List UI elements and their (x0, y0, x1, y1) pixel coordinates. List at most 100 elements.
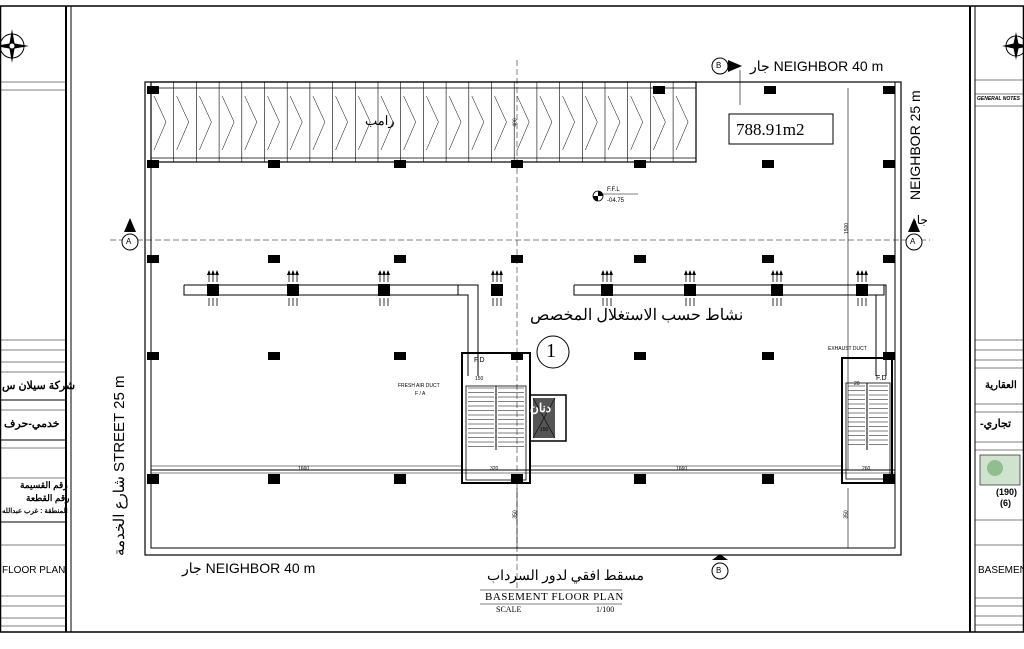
structural-column (634, 474, 646, 484)
vent-arrow-icon (386, 270, 390, 275)
dim-stair-left-mid: 150 (540, 427, 549, 433)
ffl-label: F.F.L (607, 187, 620, 193)
dim-left-span: 1660 (298, 466, 310, 472)
vent-arrow-icon (211, 270, 215, 275)
ramp-chevron (380, 95, 394, 151)
structural-column (634, 255, 646, 263)
title-arabic: مسقط افقي لدور السرداب (487, 569, 645, 584)
ffl-marker-icon (592, 190, 638, 202)
north-arrow-icon (1002, 32, 1024, 60)
duct-vent-icon (771, 284, 783, 296)
structural-column (634, 352, 646, 360)
ramp-chevron (448, 95, 462, 151)
vent-arrow-icon (779, 270, 783, 275)
structural-column (764, 86, 776, 94)
ramp-chevron (607, 95, 621, 151)
vent-arrow-icon (291, 270, 295, 275)
axis-a-left-label: A (126, 237, 132, 246)
dim-stair-right-bottom: 260 (862, 466, 871, 472)
vent-arrow-icon (382, 270, 386, 275)
vent-arrow-icon (860, 270, 864, 275)
axis-a-right-label: A (910, 237, 916, 246)
structural-column (653, 86, 665, 94)
neighbor-right-arabic: جار (911, 213, 928, 227)
left-piece-no: رقم القطعة (26, 493, 70, 503)
stair-core-left (461, 352, 531, 484)
street-label: شارع الخدمة STREET 25 m (111, 375, 128, 556)
right-plot-no: (190) (996, 487, 1018, 497)
structural-column (147, 352, 159, 360)
ramp-chevron (312, 95, 326, 151)
dim-stair-left-top: 150 (475, 376, 484, 382)
axis-b-bottom-label: B (716, 566, 722, 575)
structural-column (268, 474, 280, 484)
ramp-chevron (675, 95, 689, 151)
site-boundary (144, 81, 902, 556)
structural-column (634, 160, 646, 168)
structural-column (511, 255, 523, 263)
ramp-chevron (221, 95, 235, 151)
ramp-chevron (289, 95, 303, 151)
vent-arrow-icon (692, 270, 696, 275)
duct-vents (207, 270, 868, 306)
ramp-chevron (244, 95, 258, 151)
duct-vent-icon (378, 284, 390, 296)
fd-left-label: F.D (474, 357, 485, 364)
area-label: 788.91m2 (736, 120, 805, 139)
vent-arrow-icon (775, 270, 779, 275)
neighbor-right-label: NEIGHBOR 25 m (907, 90, 923, 200)
structural-column (511, 352, 523, 360)
structural-column (147, 474, 159, 484)
vent-arrow-icon (287, 270, 291, 275)
structural-column (147, 86, 159, 94)
vent-arrow-icon (864, 270, 868, 275)
ffl-value: -04.75 (607, 198, 625, 204)
vent-arrow-icon (499, 270, 503, 275)
ramp-chevron (267, 95, 280, 151)
vent-arrow-icon (495, 270, 499, 275)
structural-column (394, 474, 406, 484)
vent-arrow-icon (207, 270, 211, 275)
exhaust-duct-label: EXHAUST DUCT (828, 346, 867, 352)
vent-arrow-icon (609, 270, 613, 275)
structural-column (883, 255, 895, 263)
vent-arrow-icon (684, 270, 688, 275)
duct-vent-icon (601, 284, 613, 296)
left-company: شركة سيلان س (2, 380, 76, 392)
structural-column (147, 160, 159, 168)
right-owner: العقارية (985, 380, 1017, 391)
duct-vent-icon (207, 284, 219, 296)
unit-number-circle (536, 335, 570, 369)
structural-column (883, 160, 895, 168)
north-arrow-icon (0, 29, 29, 63)
structural-column (268, 352, 280, 360)
vent-arrow-icon (378, 270, 382, 275)
structural-column (147, 255, 159, 263)
ramp-chevron (199, 95, 212, 151)
neighbor-bottom-label: جار NEIGHBOR 40 m (182, 560, 316, 576)
duct-vent-icon (491, 284, 503, 296)
vent-arrow-icon (771, 270, 775, 275)
right-title-block (975, 79, 1024, 626)
vent-arrow-icon (856, 270, 860, 275)
duct-vent-icon (684, 284, 696, 296)
dim-stair-left-bottom: 320 (490, 466, 499, 472)
columns (147, 86, 895, 484)
vent-arrow-icon (601, 270, 605, 275)
structural-column (268, 160, 280, 168)
ramp-chevron (426, 95, 439, 151)
area-box (728, 113, 834, 145)
vent-arrow-icon (491, 270, 495, 275)
elevator-label: دنان (530, 401, 552, 415)
structural-column (883, 474, 895, 484)
neighbor-top-label: جار NEIGHBOR 40 m (750, 58, 884, 74)
dim-bottom-left: 350 (512, 510, 519, 519)
unit-number: 1 (546, 340, 556, 362)
ramp-chevron (653, 95, 666, 151)
sheet-border (0, 5, 1024, 633)
left-use: خدمي-حرف (4, 418, 60, 430)
structural-column (762, 255, 774, 263)
vent-arrow-icon (605, 270, 609, 275)
